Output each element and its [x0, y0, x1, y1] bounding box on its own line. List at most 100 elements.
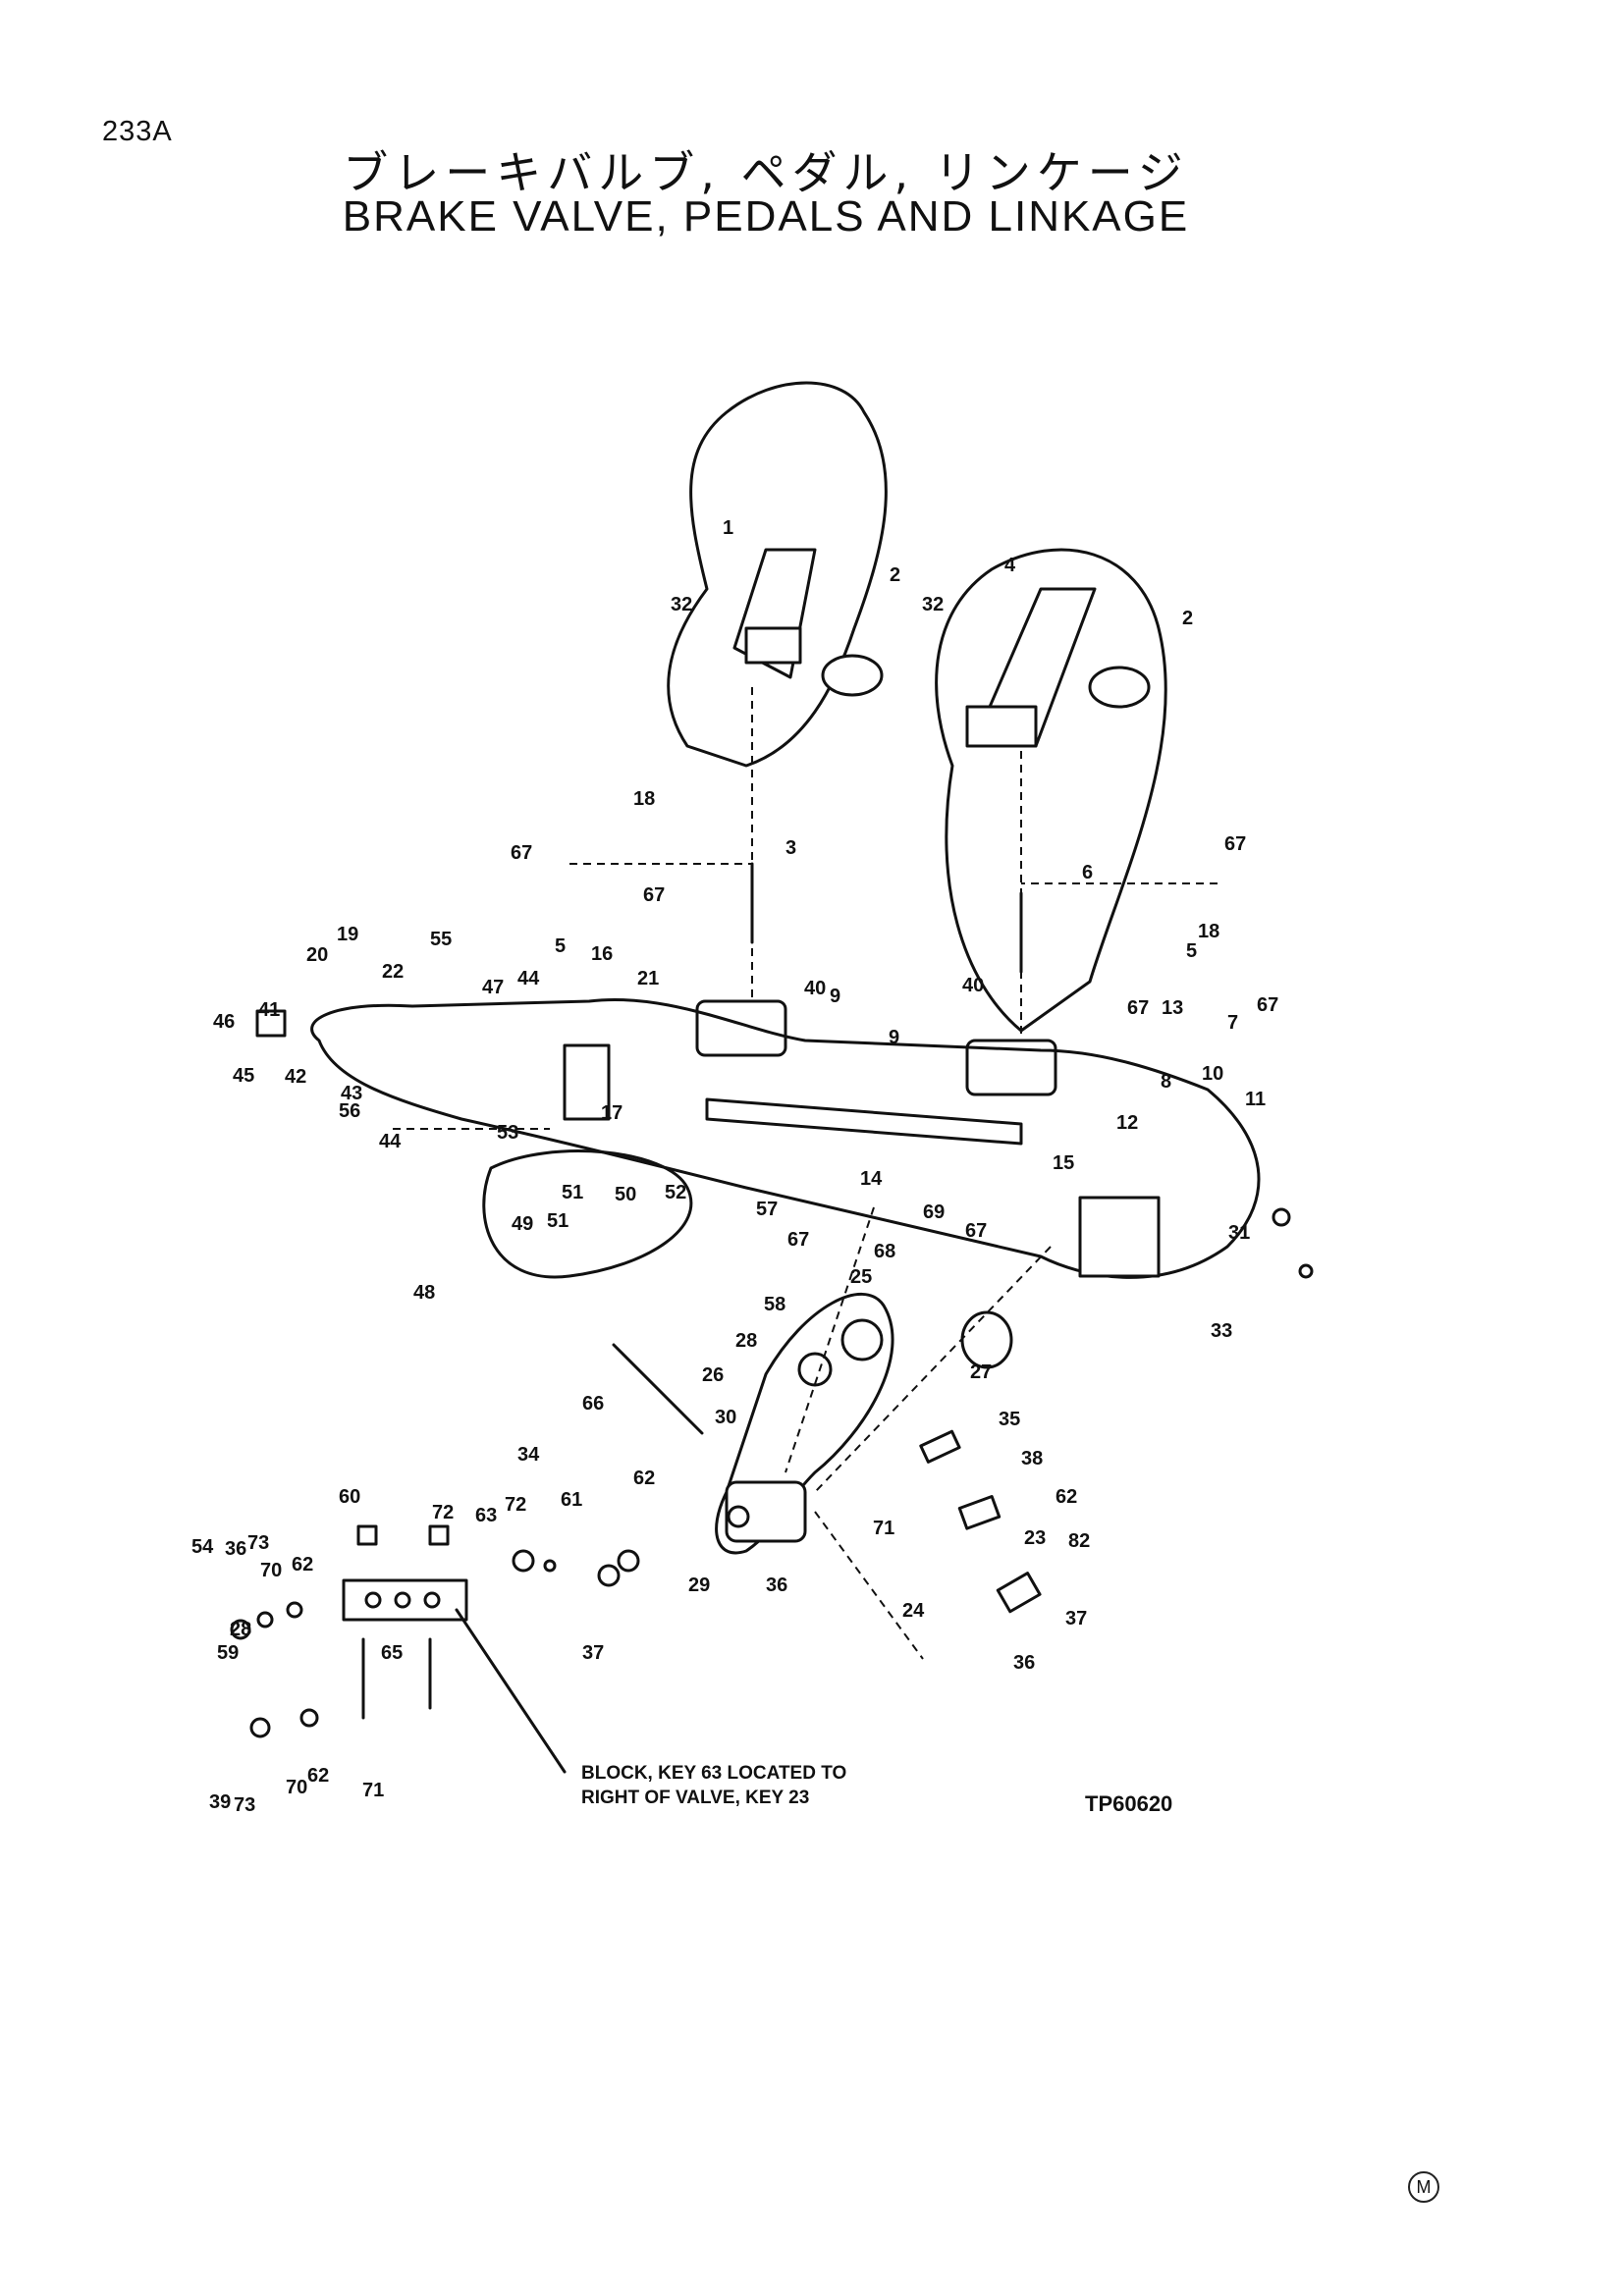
callout-62: 62	[307, 1765, 329, 1787]
callout-3: 3	[785, 837, 796, 859]
callout-1: 1	[723, 517, 733, 539]
callout-45: 45	[233, 1065, 254, 1087]
cable	[612, 1343, 704, 1435]
callout-66: 66	[582, 1393, 604, 1415]
callout-26: 26	[702, 1364, 724, 1386]
callout-72: 72	[432, 1502, 454, 1523]
callout-59: 59	[217, 1642, 239, 1664]
right-pedal-outline	[935, 548, 1167, 1033]
callout-47: 47	[482, 977, 504, 998]
callout-9: 9	[889, 1027, 899, 1048]
callout-35: 35	[999, 1409, 1020, 1430]
callout-19: 19	[337, 924, 358, 945]
left-pedal-outline	[667, 381, 888, 768]
callout-42: 42	[285, 1066, 306, 1088]
callout-40: 40	[804, 978, 826, 999]
mounting-plate	[563, 1043, 611, 1121]
callout-30: 30	[715, 1407, 736, 1428]
callout-36: 36	[766, 1575, 787, 1596]
sub-assembly-outline	[482, 1149, 693, 1279]
note-line-1: BLOCK, KEY 63 LOCATED TO	[581, 1763, 846, 1784]
callout-14: 14	[860, 1168, 883, 1190]
callout-58: 58	[764, 1294, 785, 1315]
callout-57: 57	[756, 1199, 778, 1220]
callout-21: 21	[637, 968, 659, 989]
callout-5: 5	[555, 935, 566, 957]
callout-62: 62	[633, 1468, 655, 1489]
callout-48: 48	[413, 1282, 435, 1304]
callout-67: 67	[965, 1220, 987, 1242]
callout-31: 31	[1228, 1222, 1250, 1244]
registered-mark: M	[1408, 2171, 1439, 2203]
bushing-58	[840, 1318, 884, 1362]
callout-37: 37	[1065, 1608, 1087, 1629]
callout-63: 63	[475, 1505, 497, 1526]
linkage-outline	[310, 997, 1261, 1279]
callout-25: 25	[850, 1266, 872, 1288]
bracket	[1078, 1196, 1161, 1278]
left-gasket	[695, 999, 787, 1057]
callout-23: 23	[1024, 1527, 1046, 1549]
callout-60: 60	[339, 1486, 360, 1508]
callout-67: 67	[1224, 833, 1246, 855]
callout-73: 73	[234, 1794, 255, 1816]
left-pedal-pad	[744, 626, 802, 665]
callout-41: 41	[258, 999, 280, 1021]
callout-32: 32	[922, 594, 944, 615]
callout-65: 65	[381, 1642, 403, 1664]
callout-10: 10	[1202, 1063, 1223, 1085]
callout-67: 67	[643, 884, 665, 906]
callout-32: 32	[671, 594, 692, 615]
callout-51: 51	[562, 1182, 583, 1203]
callout-6: 6	[1082, 862, 1093, 883]
bushing-26	[797, 1352, 833, 1387]
callout-27: 27	[970, 1362, 992, 1383]
callout-62: 62	[1056, 1486, 1077, 1508]
callout-61: 61	[561, 1489, 582, 1511]
callout-54: 54	[191, 1536, 214, 1558]
callout-51: 51	[547, 1210, 568, 1232]
callout-29: 29	[688, 1575, 710, 1596]
callout-18: 18	[1198, 921, 1219, 942]
callout-44: 44	[517, 968, 540, 989]
callout-67: 67	[511, 842, 532, 864]
callout-50: 50	[615, 1184, 636, 1205]
callout-16: 16	[591, 943, 613, 965]
brake-valve	[725, 1480, 807, 1543]
callout-11: 11	[1245, 1089, 1266, 1110]
callout-24: 24	[902, 1600, 925, 1622]
callout-28: 28	[230, 1619, 251, 1640]
callout-18: 18	[633, 788, 655, 810]
callout-44: 44	[379, 1131, 402, 1152]
callout-7: 7	[1227, 1012, 1238, 1034]
callout-46: 46	[213, 1011, 235, 1033]
left-stopper	[821, 654, 884, 697]
title-japanese: ブレーキバルブ, ペダル, リンケージ	[343, 146, 1189, 199]
callout-33: 33	[1211, 1320, 1232, 1342]
callout-36: 36	[225, 1538, 246, 1560]
cover-plate	[960, 1310, 1013, 1369]
callout-34: 34	[517, 1444, 540, 1466]
callout-15: 15	[1053, 1152, 1074, 1174]
title-english: BRAKE VALVE, PEDALS AND LINKAGE	[342, 192, 1190, 240]
valve-mount-outline	[715, 1293, 894, 1555]
callout-72: 72	[505, 1494, 526, 1516]
callout-56: 56	[339, 1100, 360, 1122]
callout-12: 12	[1116, 1112, 1138, 1134]
callout-40: 40	[962, 975, 984, 996]
callout-73: 73	[247, 1532, 269, 1554]
callout-13: 13	[1162, 997, 1183, 1019]
callout-17: 17	[601, 1102, 623, 1124]
callout-70: 70	[260, 1560, 282, 1581]
callout-39: 39	[209, 1791, 231, 1813]
callout-70: 70	[286, 1777, 307, 1798]
callout-9: 9	[830, 986, 840, 1007]
callout-43: 43	[341, 1083, 362, 1104]
right-gasket	[965, 1039, 1057, 1096]
callout-62: 62	[292, 1554, 313, 1575]
page-number: 233A	[102, 116, 173, 147]
callout-4: 4	[1004, 555, 1016, 576]
callout-67: 67	[787, 1229, 809, 1251]
callout-68: 68	[874, 1241, 895, 1262]
